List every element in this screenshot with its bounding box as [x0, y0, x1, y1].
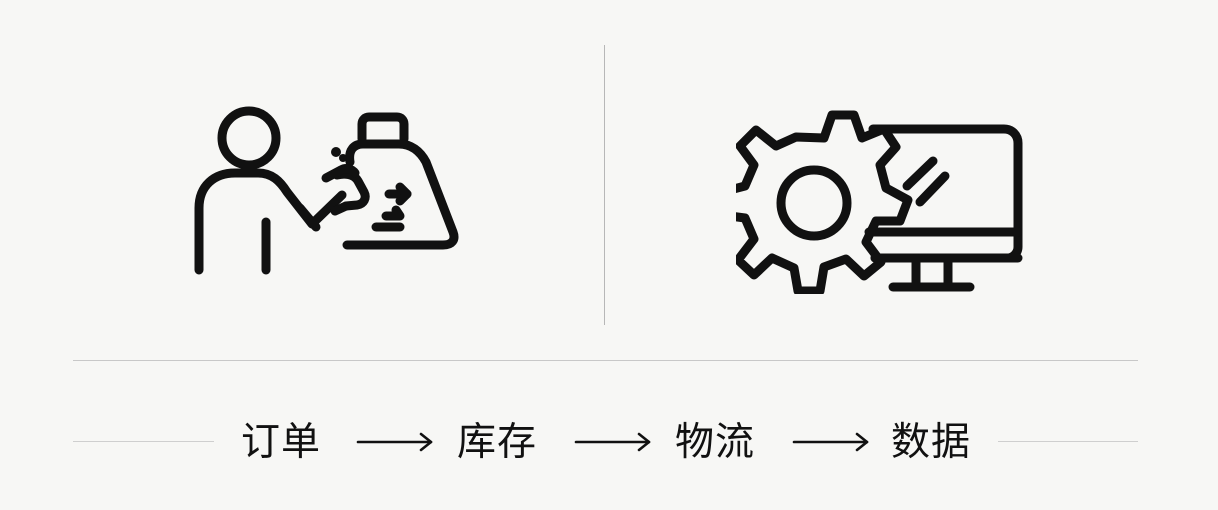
- flow-right-rule: [998, 441, 1138, 442]
- flow-step-data: 数据: [891, 420, 972, 465]
- flow-arrow-icon: [792, 432, 869, 452]
- flow-step-logistics: 物流: [675, 420, 756, 465]
- flow-arrow-icon: [356, 432, 433, 452]
- flow-step-inventory: 库存: [457, 420, 538, 465]
- horizontal-divider: [73, 360, 1138, 361]
- center-divider: [604, 45, 605, 325]
- flow-left-rule: [73, 441, 214, 442]
- gear-monitor-icon: [717, 104, 1026, 296]
- flow-arrow-icon: [574, 432, 651, 452]
- flow-step-orders: 订单: [241, 420, 322, 465]
- person-package-icon: [186, 100, 476, 290]
